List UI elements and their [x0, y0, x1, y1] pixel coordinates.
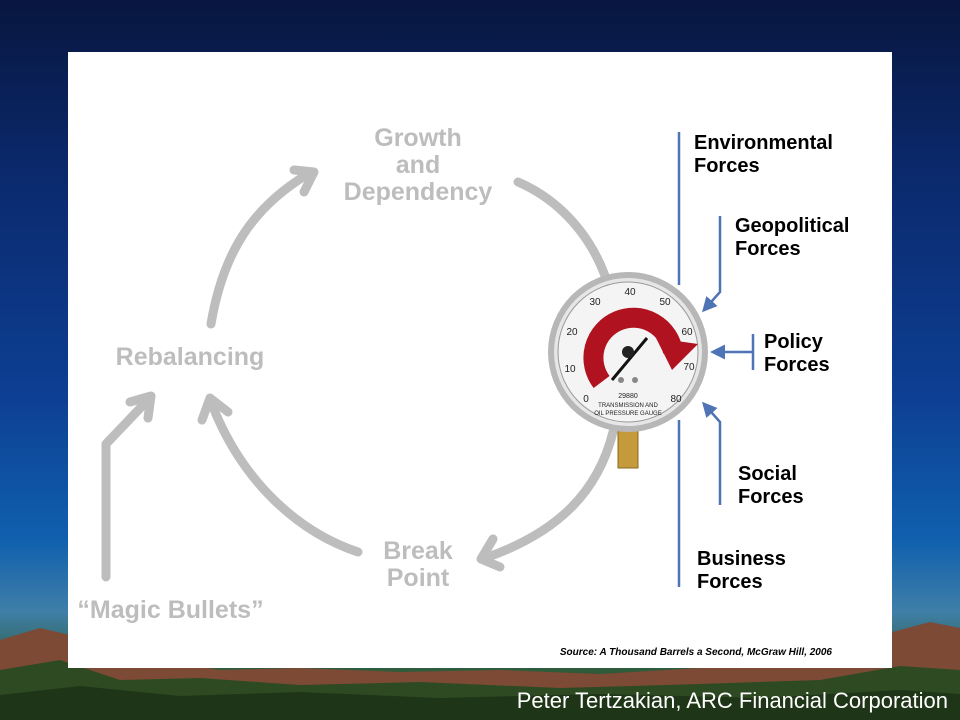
arrow-head-growth [289, 165, 319, 197]
presenter-credit: Peter Tertzakian, ARC Financial Corporat… [516, 688, 948, 713]
gauge-tick-label: 80 [670, 394, 682, 405]
source-citation: Source: A Thousand Barrels a Second, McG… [559, 647, 832, 658]
business-forces-label: Business Forces [697, 548, 786, 593]
social-forces-label: Social Forces [738, 463, 804, 508]
slide-panel: 0 10 20 30 40 50 60 70 80 29880 TRANSMIS… [68, 52, 892, 668]
gauge-red-arc [583, 307, 683, 389]
arrow-head-breakpoint [476, 534, 505, 572]
social-line [702, 401, 722, 505]
gauge-needle [610, 337, 649, 381]
gauge-tick-label: 20 [566, 327, 578, 338]
gauge-model-number: 29880 [618, 393, 638, 400]
arrow-head-rebalancing [197, 393, 233, 425]
magic-bullets-label: “Magic Bullets” [77, 596, 264, 624]
gauge-tick-label: 0 [583, 394, 589, 405]
gauge-caption-2: OIL PRESSURE GAUGE [594, 411, 661, 417]
arrow-gauge-to-breakpoint [483, 427, 618, 562]
geopolitical-line [702, 216, 722, 313]
gauge-tick-label: 50 [659, 297, 671, 308]
gauge-tick-label: 10 [564, 364, 576, 375]
gauge-tick-label: 70 [683, 362, 695, 373]
gauge-caption-1: TRANSMISSION AND [598, 403, 658, 409]
arrow-breakpoint-to-rebalancing [208, 402, 363, 557]
gauge-tick-label: 30 [589, 297, 601, 308]
environmental-forces-label: Environmental Forces [694, 132, 833, 177]
gauge-tick-label: 60 [681, 327, 693, 338]
arrow-rebalancing-to-growth [206, 169, 313, 329]
break-point-label: Break Point [383, 537, 453, 592]
policy-forces-label: Policy Forces [764, 331, 830, 376]
geopolitical-forces-label: Geopolitical Forces [735, 215, 850, 260]
arrow-head-magic-bullets [125, 391, 156, 423]
gauge-tick-label: 40 [624, 287, 636, 298]
mountain-scenery [0, 622, 960, 720]
gauge-red-arrowhead [656, 338, 698, 370]
arrow-magic-bullets [101, 397, 151, 582]
rebalancing-label: Rebalancing [115, 343, 265, 371]
growth-dependency-label: Growth and Dependency [343, 124, 493, 206]
diagram-graphics: 0 10 20 30 40 50 60 70 80 29880 TRANSMIS… [101, 132, 755, 587]
pressure-gauge: 0 10 20 30 40 50 60 70 80 29880 TRANSMIS… [548, 272, 708, 469]
